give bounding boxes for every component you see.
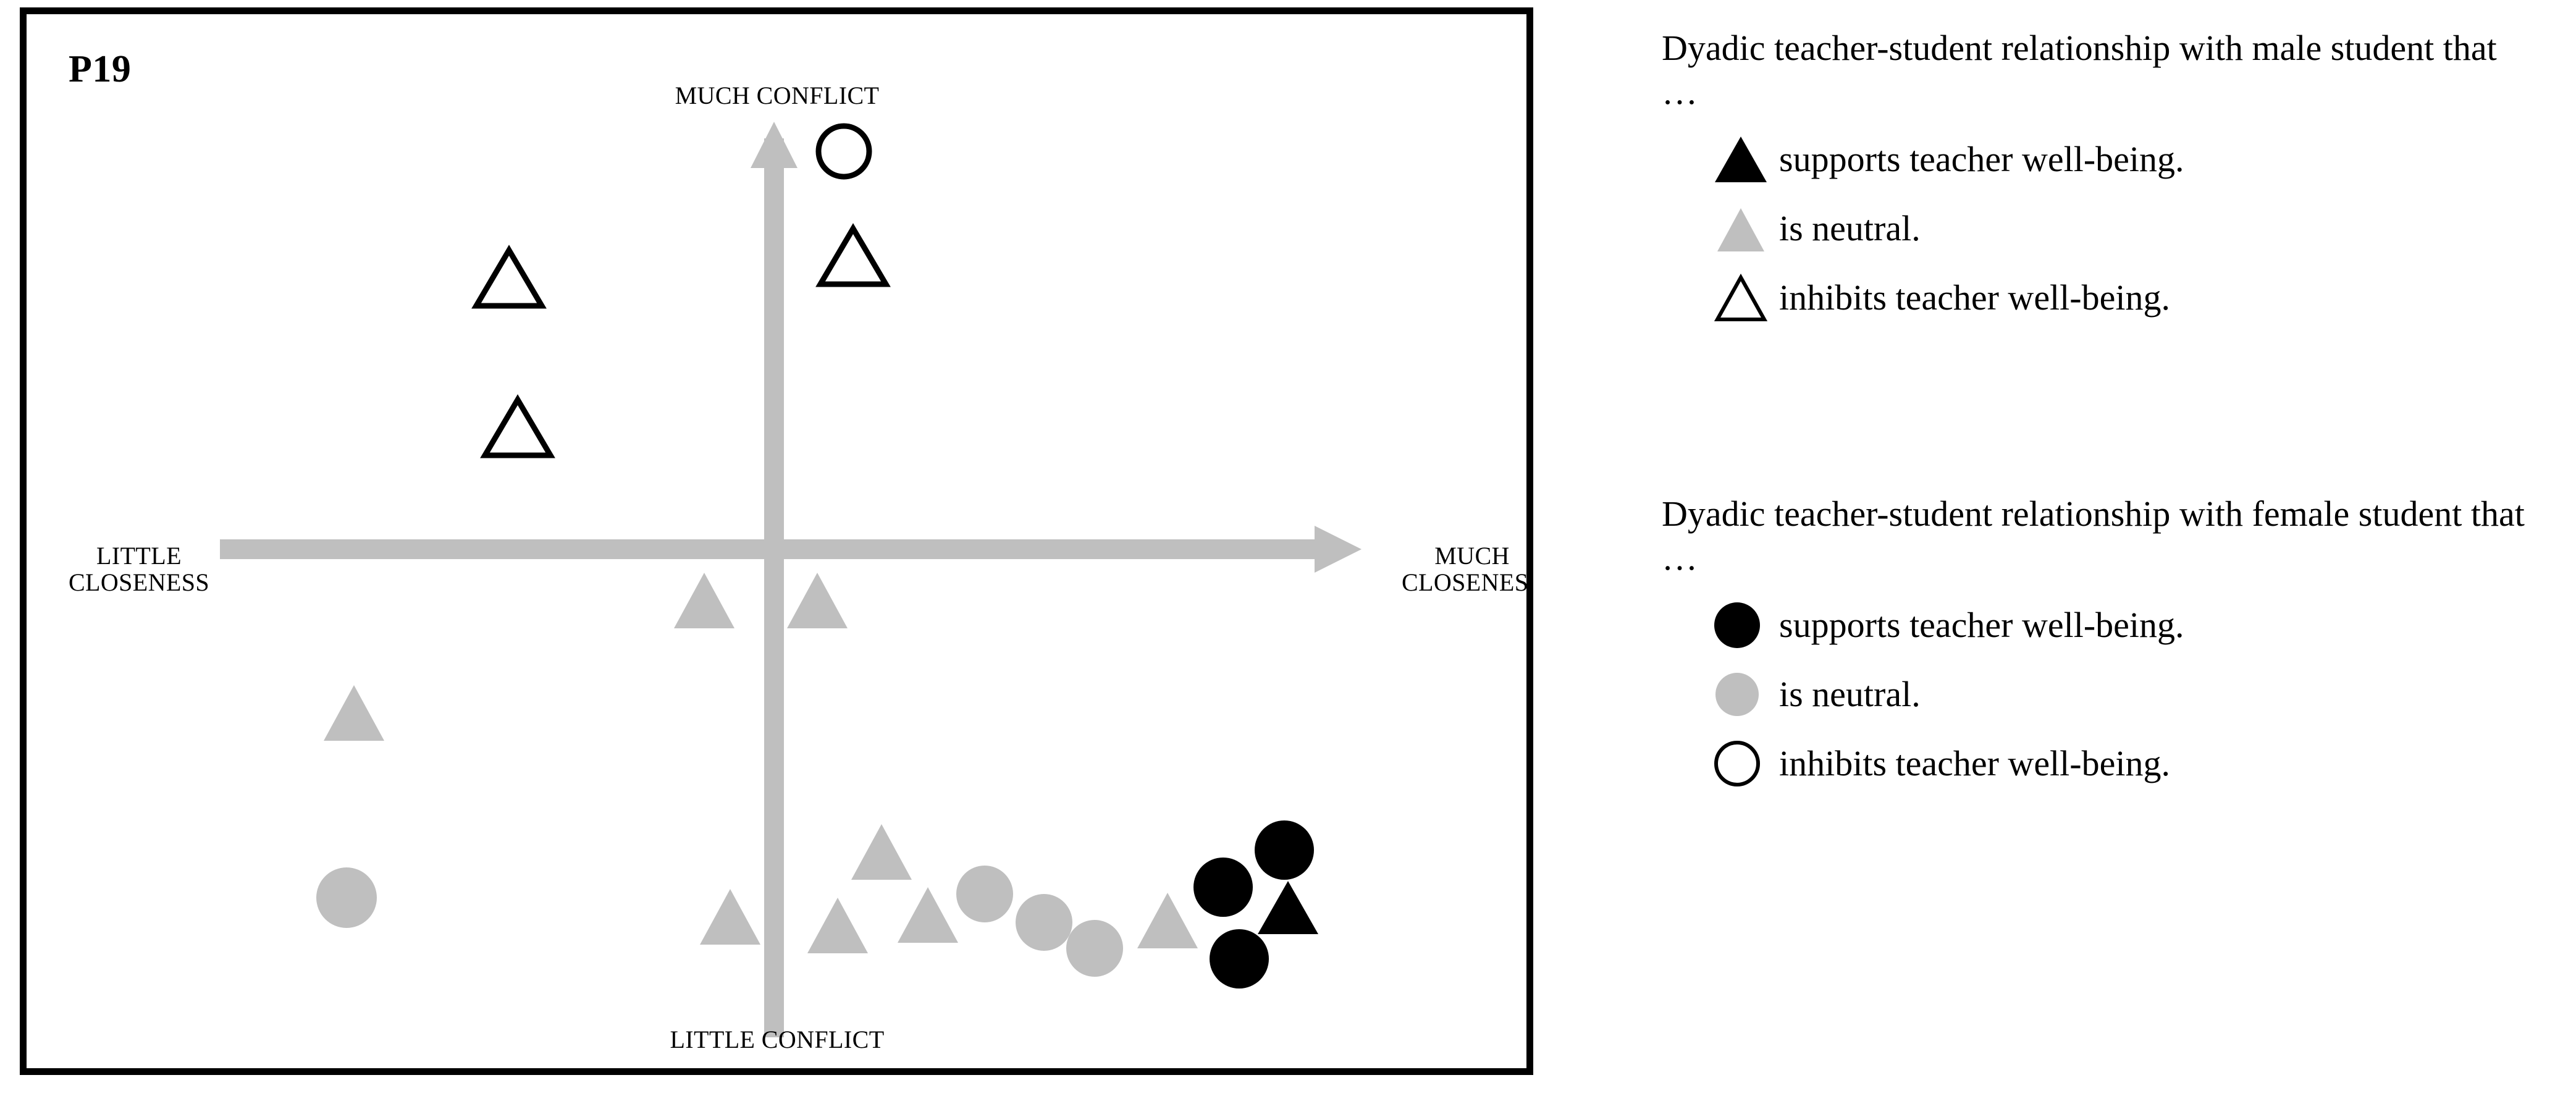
data-point-gray-triangle [898,887,958,943]
y-axis-high-label: MUCH CONFLICT [675,82,880,109]
data-point-filled-circle [1255,820,1314,880]
data-point-gray-triangle [851,824,912,880]
data-point-gray-triangle [674,573,734,628]
open-circle-icon [1711,737,1770,790]
legend-label: inhibits teacher well-being. [1779,743,2170,783]
legend-block-female: Dyadic teacher-student relationship with… [1662,492,2564,801]
data-point-gray-triangle [807,898,868,953]
data-point-open-triangle [815,223,891,287]
plot-canvas [220,122,1362,1037]
legend-item-female-inhibits: inhibits teacher well-being. [1711,732,2564,795]
data-point-filled-circle [1210,929,1269,989]
filled-circle-icon [1711,599,1770,652]
legend-item-female-supports: supports teacher well-being. [1711,594,2564,657]
y-axis-low-label: LITTLE CONFLICT [670,1026,885,1053]
legend-label: supports teacher well-being. [1779,138,2184,179]
legend-heading-female: Dyadic teacher-student relationship with… [1662,494,2525,578]
data-point-gray-triangle [787,573,848,628]
x-axis-arrow [220,526,1362,573]
y-axis-arrow [751,122,798,1037]
legend-block-male: Dyadic teacher-student relationship with… [1662,26,2564,335]
data-point-gray-circle [956,866,1013,922]
x-axis-low-label: LITTLE CLOSENESS [68,542,210,597]
data-point-open-triangle [471,245,547,309]
legend-item-male-inhibits: inhibits teacher well-being. [1711,266,2564,329]
data-point-open-circle [815,123,872,180]
data-point-gray-triangle [1137,893,1198,948]
gray-triangle-icon [1711,202,1770,255]
gray-circle-icon [1711,668,1770,721]
data-point-gray-circle [316,867,377,928]
legend-rows-male: supports teacher well-being. is neutral.… [1711,128,2564,329]
data-point-filled-triangle [1258,881,1318,934]
legend-item-female-neutral: is neutral. [1711,663,2564,726]
data-point-filled-circle [1193,858,1253,917]
legend-label: is neutral. [1779,208,1921,248]
data-point-open-triangle [480,394,555,458]
open-triangle-icon [1711,271,1770,324]
data-point-gray-triangle [324,685,384,741]
panel-id-label: P19 [69,48,132,90]
legend-label: supports teacher well-being. [1779,604,2184,645]
data-point-gray-triangle [700,889,760,945]
data-point-gray-circle [1016,894,1072,951]
legend-rows-female: supports teacher well-being. is neutral.… [1711,594,2564,795]
filled-triangle-icon [1711,133,1770,186]
plot-panel: P19 MUCH CONFLICT LITTLE CONFLICT LITTLE… [20,7,1533,1075]
legend-item-male-supports: supports teacher well-being. [1711,128,2564,191]
legend-item-male-neutral: is neutral. [1711,197,2564,260]
legend: Dyadic teacher-student relationship with… [1662,0,2564,1096]
data-point-gray-circle [1066,920,1123,977]
x-axis-high-label: MUCH CLOSENESS [1401,542,1533,597]
legend-label: is neutral. [1779,673,1921,714]
legend-heading-male: Dyadic teacher-student relationship with… [1662,28,2497,112]
legend-label: inhibits teacher well-being. [1779,277,2170,318]
